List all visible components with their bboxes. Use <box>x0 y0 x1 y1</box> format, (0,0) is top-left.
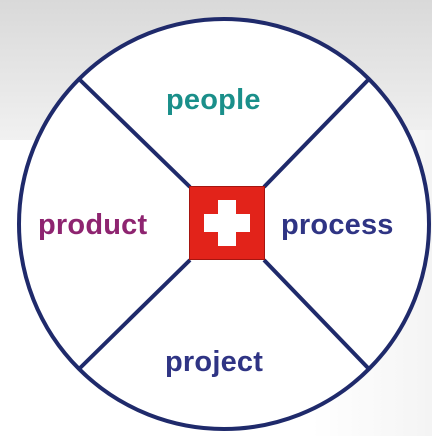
divider-bottom-right <box>262 258 371 371</box>
segment-label-process: process <box>281 209 394 241</box>
segment-label-product: product <box>38 209 148 241</box>
segment-label-project: project <box>165 346 264 378</box>
divider-top-left <box>77 77 192 189</box>
cross-horizontal-bar <box>204 214 250 232</box>
divider-top-right <box>262 77 371 189</box>
divider-bottom-left <box>77 258 192 371</box>
swiss-cross-icon <box>189 186 265 260</box>
segment-label-people: people <box>166 84 261 116</box>
